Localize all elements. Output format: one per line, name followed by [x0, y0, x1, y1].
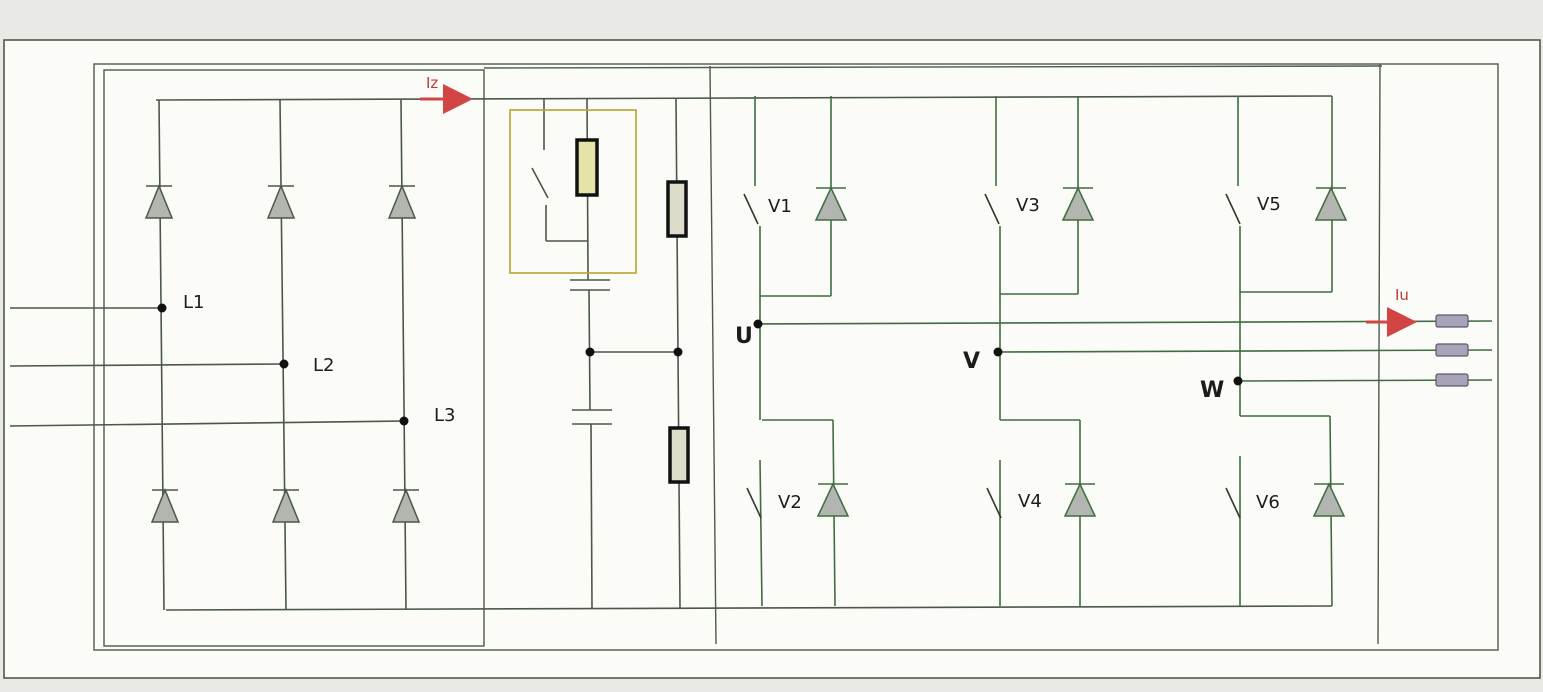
label-v4: V4 [1018, 491, 1042, 512]
freewheel-diode-v4 [1063, 482, 1097, 517]
label-w: W [1200, 378, 1224, 403]
input-line-l3 [9, 420, 405, 427]
node-l2 [279, 359, 289, 369]
diode-d2 [391, 488, 421, 523]
output-line-v [997, 349, 1493, 353]
label-l3: L3 [434, 405, 455, 426]
output-resistor-w [1435, 373, 1469, 387]
dc-bus-positive [155, 95, 1333, 101]
node-v [993, 347, 1003, 357]
node-l1 [157, 303, 167, 313]
rectifier-leg-1 [158, 99, 165, 611]
switch-v6 [1225, 487, 1241, 519]
output-nodes [753, 319, 1243, 386]
label-v6: V6 [1256, 492, 1280, 513]
balance-resistor-top [666, 180, 688, 238]
balance-resistor-bottom [668, 426, 690, 484]
dc-capacitor-top [570, 279, 610, 291]
diode-d1 [144, 184, 174, 219]
brake-resistor [575, 138, 599, 197]
diode-d4 [150, 488, 180, 523]
cap-branch-bottom [590, 423, 593, 609]
diode-d3 [266, 184, 296, 219]
freewheel-diode-v3 [1061, 186, 1095, 221]
dc-link-nodes [585, 347, 683, 357]
switch-v3 [984, 193, 1000, 225]
switch-v2 [746, 487, 762, 519]
node-cap-mid [585, 347, 595, 357]
inner-frame [93, 63, 1499, 651]
node-res-mid [673, 347, 683, 357]
section-rectifier [103, 69, 485, 647]
label-current-dc: Iz [426, 74, 438, 92]
node-l3 [399, 416, 409, 426]
switch-v5 [1225, 193, 1241, 225]
output-resistors [1435, 314, 1469, 387]
node-u [753, 319, 763, 329]
label-v1: V1 [768, 196, 792, 217]
freewheel-diode-v2 [816, 482, 850, 517]
label-u: U [735, 324, 753, 349]
brake-switch-blade [531, 167, 549, 199]
label-l1: L1 [183, 292, 204, 313]
label-v: V [963, 349, 980, 374]
dc-bus [155, 95, 1333, 611]
brake-chopper-box [509, 109, 637, 274]
paper-sheet [3, 39, 1541, 679]
label-v5: V5 [1257, 194, 1281, 215]
output-resistor-u [1435, 314, 1469, 328]
diode-d5 [387, 184, 417, 219]
switch-v4 [986, 487, 1002, 519]
output-resistor-v [1435, 343, 1469, 357]
rectifier-diodes [144, 184, 421, 523]
freewheel-diode-v6 [1312, 482, 1346, 517]
input-line-l2 [9, 363, 285, 367]
label-v3: V3 [1016, 195, 1040, 216]
inverter-switches [743, 193, 1241, 519]
divider-dc-link [709, 65, 717, 645]
node-w [1233, 376, 1243, 386]
inverter-diodes [814, 186, 1348, 517]
rectifier-nodes [157, 303, 409, 426]
freewheel-diode-v1 [814, 186, 848, 221]
dc-bus-negative [165, 605, 1333, 611]
label-current-out: Iu [1395, 286, 1409, 304]
divider-top [483, 65, 1383, 69]
freewheel-diode-v5 [1314, 186, 1348, 221]
dc-capacitor-bottom [572, 409, 612, 425]
diode-d6 [271, 488, 301, 523]
switch-v1 [743, 193, 759, 225]
label-l2: L2 [313, 355, 334, 376]
divider-output [1377, 63, 1381, 645]
outer-frame [93, 63, 1499, 651]
label-v2: V2 [778, 492, 802, 513]
